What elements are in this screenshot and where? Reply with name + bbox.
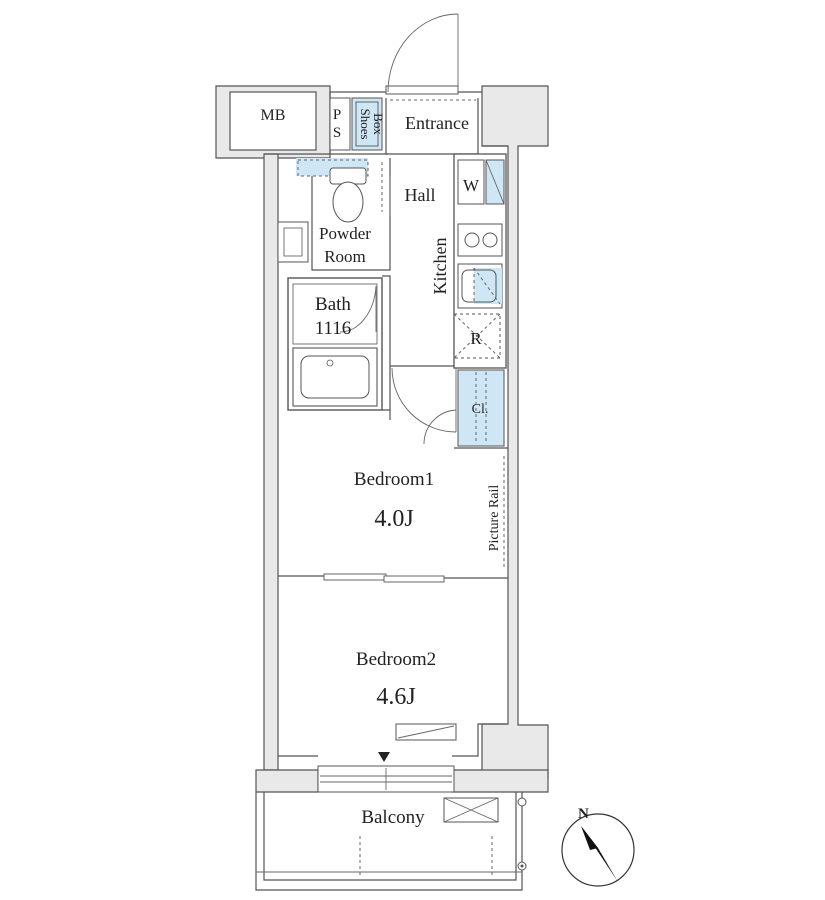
entrance-floor [385, 98, 479, 155]
outdoor-unit-cross [443, 797, 499, 823]
ps-box [329, 97, 351, 151]
divider-walls [278, 575, 508, 579]
shoes-box-inner [355, 101, 379, 147]
hall-area [389, 365, 457, 445]
bottom-wall-right [451, 769, 549, 793]
mb-box [229, 91, 317, 151]
closet-rail [475, 372, 487, 444]
bedroom2-fixtures [317, 723, 457, 793]
compass: N [561, 806, 635, 887]
shoes-label: Shoes [358, 108, 373, 139]
balcony-partition [359, 836, 493, 876]
closet-label: Cl. [472, 402, 489, 417]
bedroom-door-swing [391, 367, 457, 433]
entrance-door [385, 13, 459, 95]
bedroom1-name: Bedroom1 [354, 469, 434, 490]
powder-label-1: Powder [319, 224, 371, 243]
picture-rail-label: Picture Rail [487, 485, 502, 552]
ps-label-s: S [333, 125, 341, 141]
bedroom-divider [278, 456, 508, 583]
burner-left [464, 232, 480, 248]
shoes-box [351, 97, 383, 151]
sliding-door-1 [323, 573, 387, 581]
bath-door-swing [339, 285, 377, 333]
balcony-rail [263, 792, 517, 881]
hall-label: Hall [405, 185, 436, 205]
washer-label: W [463, 176, 480, 195]
bathtub [292, 347, 378, 407]
refrigerator-label: R [470, 329, 482, 348]
bottom-wall-left [255, 769, 319, 793]
bath-label-1: Bath [315, 294, 351, 315]
drain-top [517, 797, 527, 807]
refrigerator-space [453, 313, 501, 359]
window-marker [378, 752, 390, 762]
ac-diagonal [397, 725, 455, 739]
vanity [277, 221, 309, 263]
bedroom2-size: 4.6J [376, 684, 415, 710]
bathtub-drain [326, 359, 334, 367]
washer-box [457, 159, 485, 205]
sliding-door-2 [383, 575, 445, 583]
ps-label-p: P [333, 107, 341, 123]
closet-door-swing [423, 409, 457, 445]
bathtub-inner [300, 355, 370, 399]
entrance-area [329, 97, 479, 155]
sink-dash [473, 267, 501, 305]
compass-arrow-tip [581, 826, 598, 850]
bath-label-2: 1116 [315, 318, 352, 339]
powder-shelf-outline [297, 159, 369, 177]
washer-hatch [485, 159, 505, 205]
sink-basin [461, 269, 497, 303]
compass-north-label: N [578, 806, 589, 822]
balcony-label: Balcony [361, 807, 425, 828]
balcony [255, 792, 527, 891]
bath-wall-right [382, 275, 391, 411]
window-sash [320, 768, 452, 790]
vanity-basin [283, 227, 303, 257]
powder-room [277, 158, 391, 271]
left-wall [263, 153, 279, 771]
powder-label-2: Room [324, 247, 366, 266]
room-labels: MB P S Shoes Box Entrance Hall W Powder … [261, 107, 502, 828]
kitchen-label: Kitchen [430, 238, 450, 295]
mb-label: MB [261, 107, 286, 124]
closet-box [457, 369, 505, 447]
bedroom2-name: Bedroom2 [356, 649, 436, 670]
bedroom1-size: 4.0J [374, 506, 413, 532]
entrance-label: Entrance [405, 113, 469, 133]
toilet-bowl [332, 181, 364, 223]
kitchen-counter [453, 153, 507, 369]
bathroom [287, 275, 391, 411]
bath-wash-area [292, 283, 378, 345]
door-frame [385, 85, 459, 95]
balcony-outline [255, 792, 523, 891]
bottom-step [278, 723, 508, 757]
closet [454, 369, 508, 449]
drain-bottom-dot [520, 864, 524, 868]
door-swing [387, 13, 459, 93]
burner-right [482, 232, 498, 248]
box-label: Box [371, 113, 386, 135]
refrigerator-cross [453, 313, 501, 359]
